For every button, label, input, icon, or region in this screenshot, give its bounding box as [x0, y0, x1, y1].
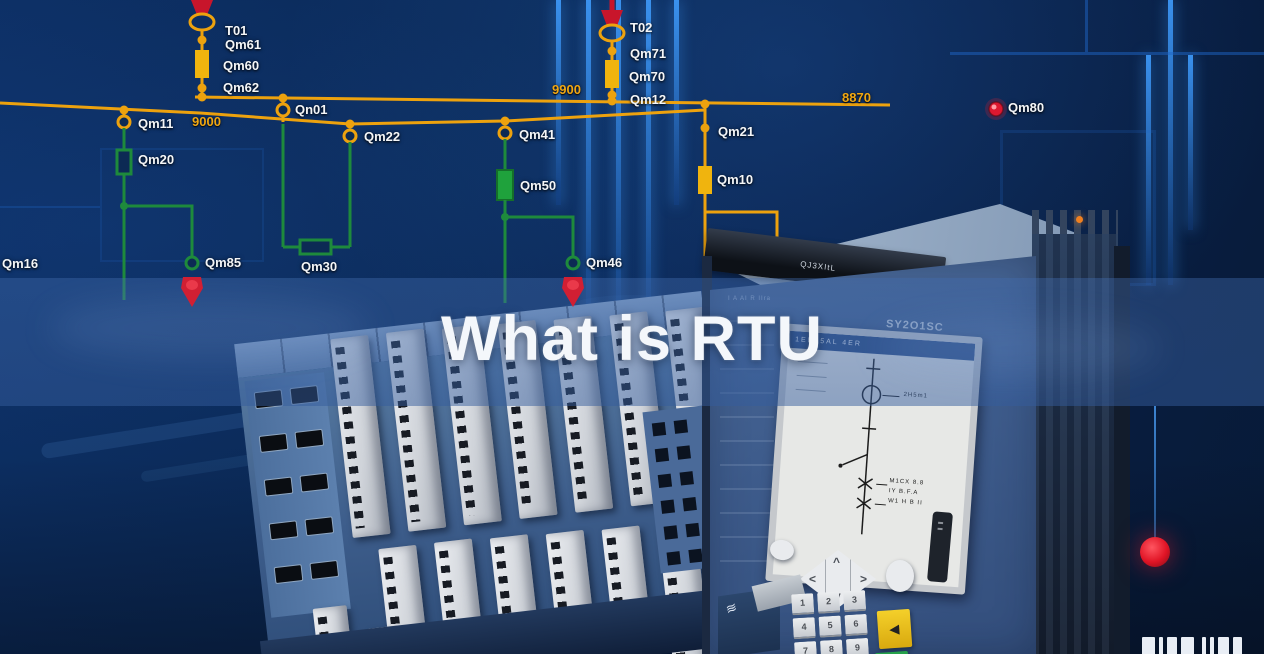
- label-qm12: Qm12: [630, 92, 667, 107]
- label-qm16: Qm16: [2, 256, 39, 271]
- label-qm62: Qm62: [223, 80, 260, 95]
- keypad-key: 9: [845, 637, 870, 654]
- label-qm80: Qm80: [1008, 100, 1045, 115]
- label-qm20: Qm20: [138, 152, 175, 167]
- keypad-key: 5: [818, 615, 842, 638]
- keypad-key: 4: [792, 617, 816, 640]
- round-button: [886, 560, 914, 592]
- device-branding-top: QJ3XItL: [799, 259, 837, 273]
- label-qm85: Qm85: [205, 255, 242, 270]
- nav-right-icon: >: [859, 572, 867, 586]
- label-qm70: Qm70: [629, 69, 666, 84]
- label-9900: 9900: [552, 82, 581, 97]
- title-banner: [0, 278, 1264, 406]
- device-left-edge: [702, 256, 712, 654]
- keypad-key: 1: [791, 593, 815, 616]
- indicator-drop-line: [1154, 406, 1156, 540]
- label-9000: 9000: [192, 114, 221, 129]
- nav-up-icon: ^: [833, 555, 841, 569]
- keypad-key: 7: [794, 641, 818, 654]
- label-qm11: Qm11: [138, 116, 174, 131]
- page-title: What is RTU: [441, 304, 823, 374]
- nav-left-icon: <: [809, 572, 817, 586]
- label-qm46: Qm46: [586, 255, 623, 270]
- label-qm30: Qm30: [301, 259, 338, 274]
- label-qm60: Qm60: [223, 58, 260, 73]
- label-qm21: Qm21: [718, 124, 755, 139]
- status-led-orange: [1076, 216, 1083, 223]
- label-qm71: Qm71: [630, 46, 667, 61]
- yellow-function-key: ◀: [876, 608, 913, 650]
- label-qn01: Qn01: [295, 102, 328, 117]
- red-indicator-ball: [1140, 537, 1170, 567]
- label-qm61: Qm61: [225, 37, 262, 52]
- keypad-key: 3: [842, 589, 867, 613]
- rtu-relay-device: QJ3XItL I A AI R IIra SY2O1SC 1EBL5AL 4E…: [694, 196, 1130, 654]
- keypad-key: 6: [844, 613, 868, 637]
- numeric-keypad: 1 2 3 4 5 6 7 8 9 * 0 #: [791, 589, 875, 654]
- keypad-key: 8: [819, 639, 844, 654]
- label-qm50: Qm50: [520, 178, 557, 193]
- label-qm10: Qm10: [717, 172, 754, 187]
- label-t01: T01: [225, 23, 248, 38]
- watermark-logo: [1142, 637, 1262, 654]
- heatsink-fins: [1032, 210, 1118, 238]
- label-qm22: Qm22: [364, 129, 401, 144]
- label-8870: 8870: [842, 90, 871, 105]
- keypad-key: 2: [817, 591, 841, 614]
- wave-logo-icon: ≋: [724, 598, 739, 618]
- label-t02: T02: [630, 20, 653, 35]
- label-qm41: Qm41: [519, 127, 556, 142]
